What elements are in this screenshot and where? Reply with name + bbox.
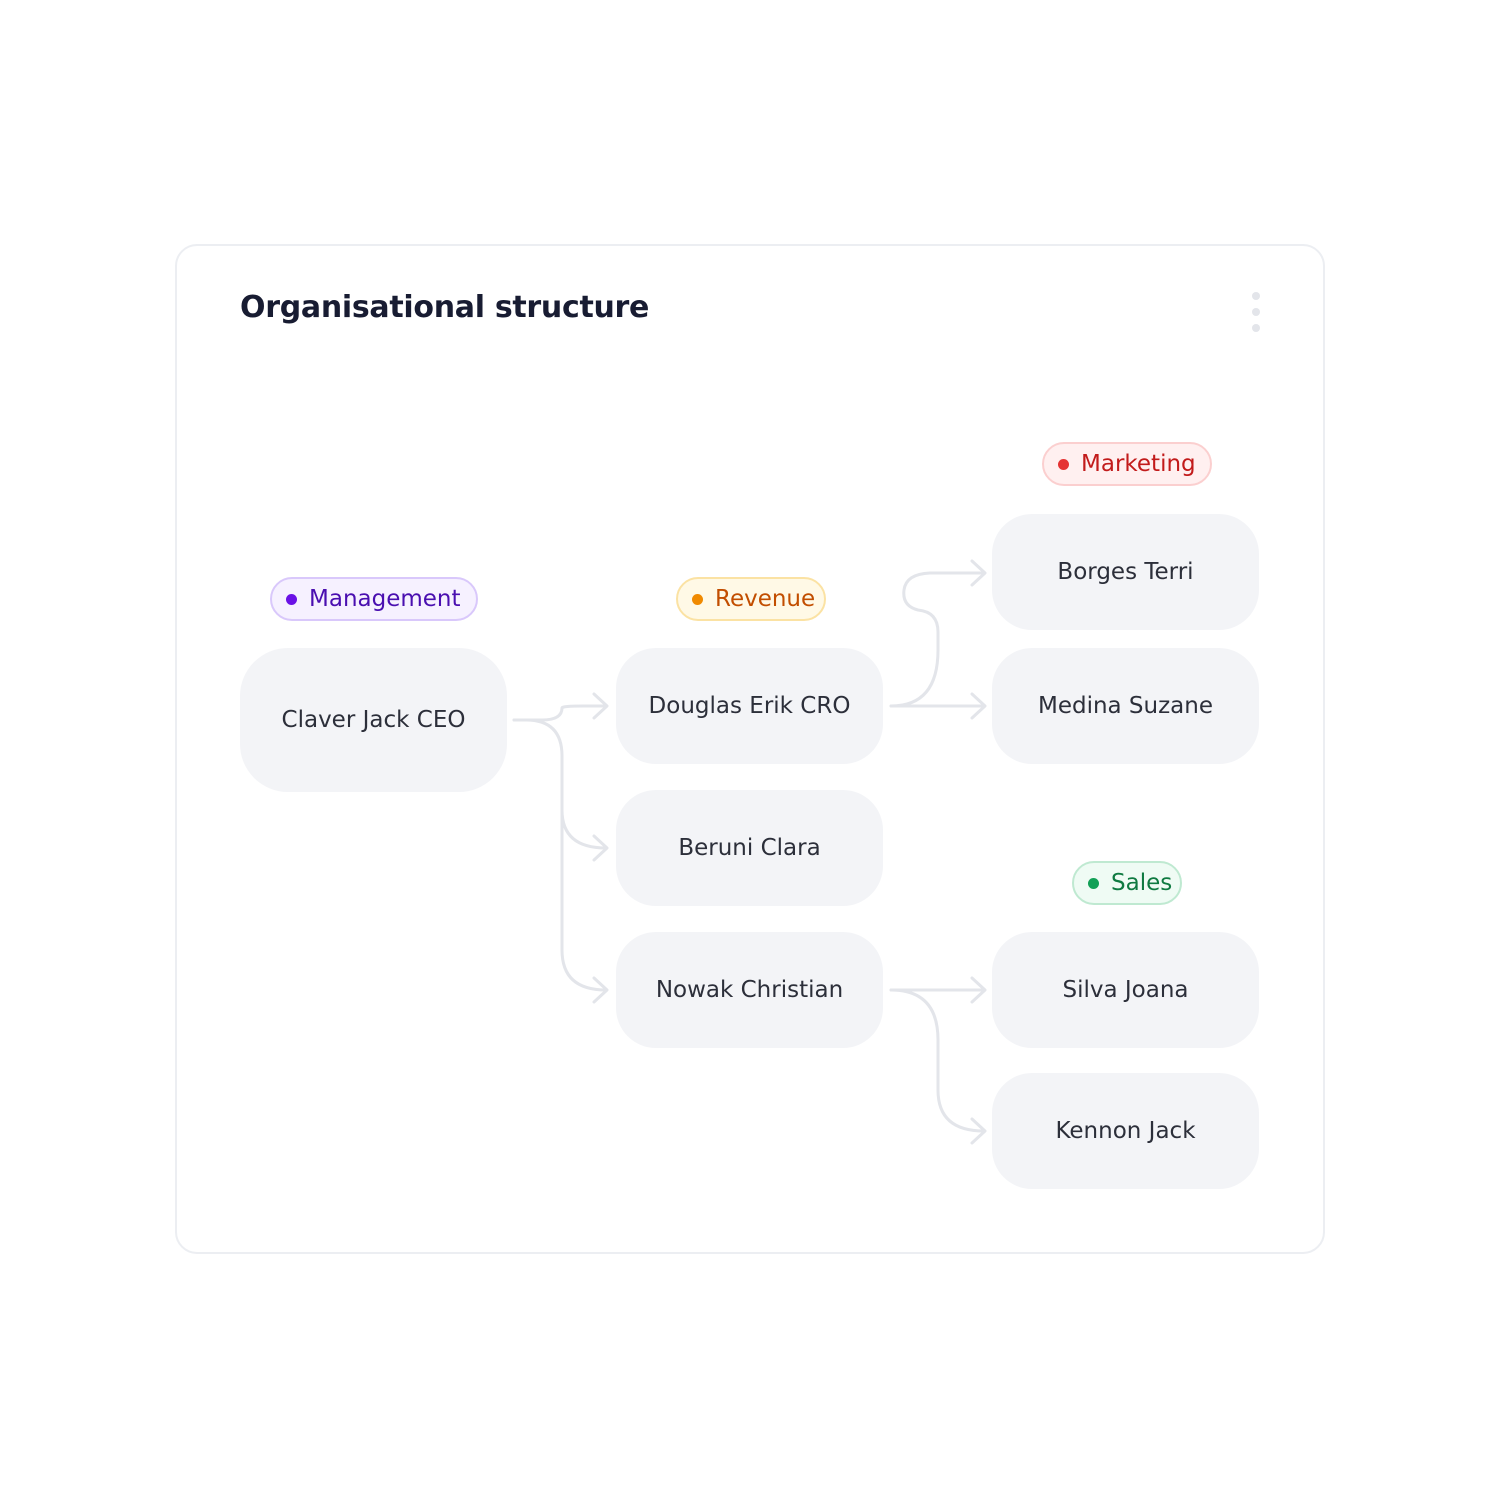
node-claver-jack[interactable]: Claver Jack CEO — [240, 648, 507, 792]
node-borges-terri[interactable]: Borges Terri — [992, 514, 1259, 630]
node-silva-joana[interactable]: Silva Joana — [992, 932, 1259, 1048]
kebab-menu-icon[interactable] — [1244, 290, 1268, 336]
tag-sales-label: Sales — [1111, 870, 1173, 896]
marketing-dot-icon — [1058, 458, 1069, 470]
card-title: Organisational structure — [240, 290, 650, 325]
tag-sales: Sales — [1072, 861, 1182, 905]
revenue-dot-icon — [692, 593, 703, 605]
arrowhead-silva — [970, 976, 987, 1004]
arrowhead-borges — [970, 559, 987, 587]
tag-management: Management — [270, 577, 478, 621]
arrowhead-douglas — [592, 692, 609, 720]
arrowhead-nowak — [592, 976, 609, 1004]
arrowhead-medina — [970, 692, 987, 720]
connector-ceo-nowak — [560, 798, 608, 992]
tag-marketing-label: Marketing — [1081, 451, 1196, 477]
arrowhead-beruni — [592, 834, 609, 862]
tag-revenue-label: Revenue — [715, 586, 816, 612]
management-dot-icon — [286, 593, 297, 605]
node-beruni-clara[interactable]: Beruni Clara — [616, 790, 883, 906]
node-douglas-erik[interactable]: Douglas Erik CRO — [616, 648, 883, 764]
node-kennon-jack[interactable]: Kennon Jack — [992, 1073, 1259, 1189]
tag-revenue: Revenue — [676, 577, 826, 621]
tag-management-label: Management — [309, 586, 461, 612]
connector-ceo-beruni — [512, 718, 608, 850]
tag-marketing: Marketing — [1042, 442, 1212, 486]
node-nowak-christian[interactable]: Nowak Christian — [616, 932, 883, 1048]
connector-nowak-kennon — [889, 988, 986, 1133]
node-medina-suzane[interactable]: Medina Suzane — [992, 648, 1259, 764]
arrowhead-kennon — [970, 1117, 987, 1145]
connector-ceo-douglas — [512, 704, 608, 722]
sales-dot-icon — [1088, 877, 1099, 889]
connector-douglas-borges — [889, 571, 986, 708]
